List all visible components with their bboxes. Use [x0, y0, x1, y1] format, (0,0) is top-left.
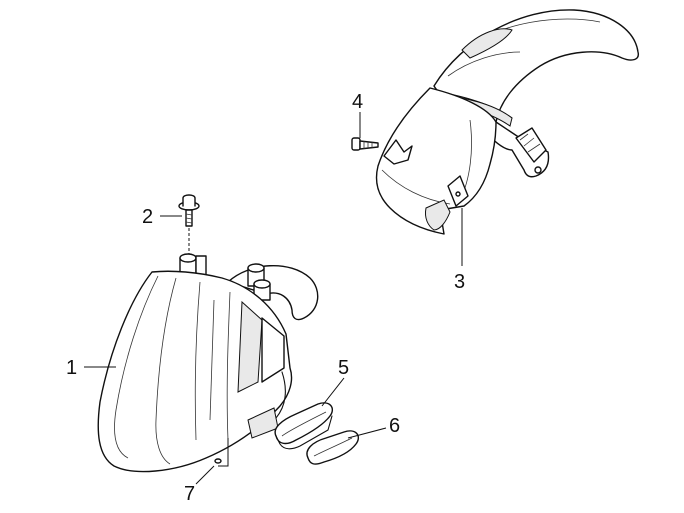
reflector: [306, 430, 360, 465]
callout-1: 1: [66, 357, 77, 379]
front-mudguard: [97, 253, 319, 473]
rear-mudguard: [375, 9, 639, 235]
screw-7: [214, 438, 229, 467]
callout-7: 7: [184, 483, 195, 505]
screw-2: [178, 194, 200, 258]
callout-6: 6: [389, 415, 400, 437]
leader-5: [321, 377, 345, 407]
callout-5: 5: [338, 357, 349, 379]
callout-3: 3: [454, 271, 465, 293]
leader-6: [347, 427, 387, 439]
reflector-base: [274, 402, 334, 450]
screw-4: [351, 137, 379, 151]
leader-7: [195, 465, 215, 485]
callout-4: 4: [352, 91, 363, 113]
callout-2: 2: [142, 206, 153, 228]
